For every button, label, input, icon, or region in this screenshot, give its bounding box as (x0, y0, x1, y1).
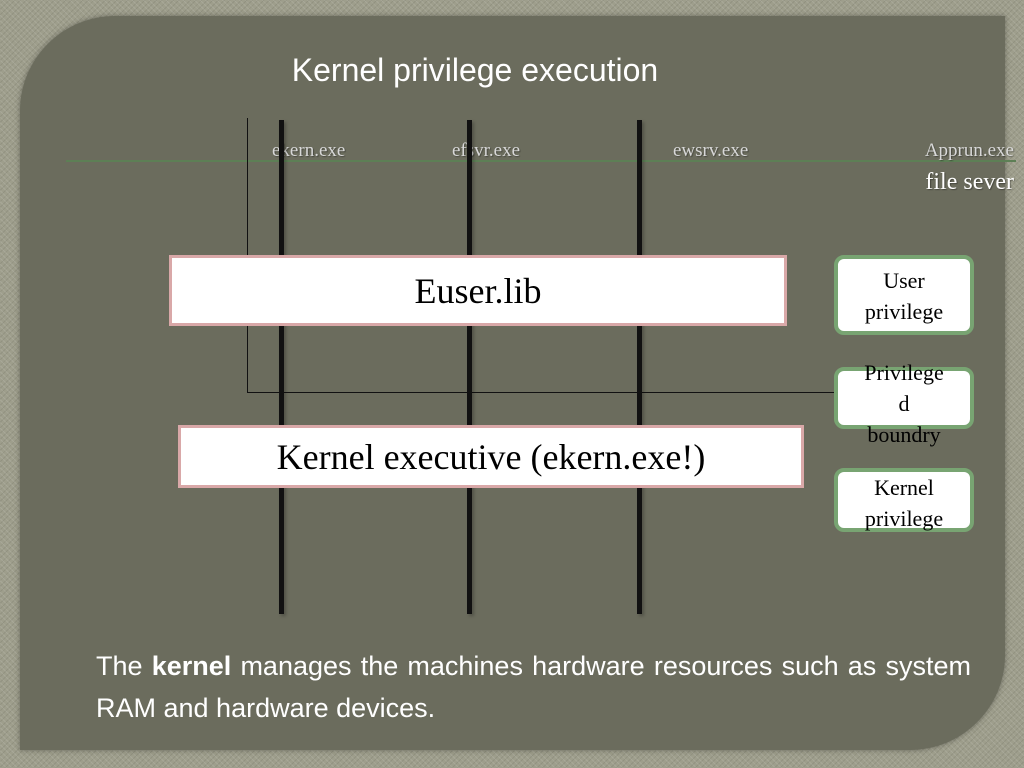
legend-priv-line3: boundry (867, 422, 941, 447)
kernel-executive-label: Kernel executive (ekern.exe!) (276, 436, 706, 477)
description-bold: kernel (151, 651, 232, 681)
legend-priv-text: Privilege d boundry (838, 357, 970, 450)
legend-kernel-line1: Kernel (874, 475, 934, 500)
process-label-file-server: file sever (925, 169, 1014, 195)
process-label-apprun: Apprun.exe (924, 140, 1014, 161)
thread-line-ekern (279, 120, 284, 614)
legend-user-line2: privilege (864, 299, 944, 324)
description-post: manages the machines hardware resources … (96, 651, 971, 723)
legend-user-privilege: User privilege (834, 255, 974, 335)
thread-line-efsvr (467, 120, 472, 614)
process-label-ekern: ekern.exe (272, 140, 346, 161)
legend-priv-line2: d (898, 391, 910, 416)
boundary-line-horizontal (247, 392, 842, 393)
euser-lib-box: Euser.lib (169, 255, 787, 326)
legend-kernel-privilege: Kernel privilege (834, 468, 974, 532)
legend-priv-line1: Privilege (864, 360, 944, 385)
process-label-ewsrv: ewsrv.exe (673, 140, 749, 161)
thread-line-ewsrv (637, 120, 642, 614)
slide-title: Kernel privilege execution (291, 52, 659, 88)
legend-user-line1: User (883, 268, 925, 293)
legend-privileged-boundary: Privilege d boundry (834, 360, 974, 447)
description-paragraph: The kernel manages the machines hardware… (96, 645, 971, 729)
legend-kernel-line2: privilege (864, 506, 944, 531)
description-pre: The (96, 651, 152, 681)
process-header-line (66, 160, 1016, 162)
process-label-efsvr: efsvr.exe (452, 140, 521, 161)
kernel-executive-box: Kernel executive (ekern.exe!) (178, 425, 804, 488)
euser-lib-label: Euser.lib (414, 270, 542, 311)
